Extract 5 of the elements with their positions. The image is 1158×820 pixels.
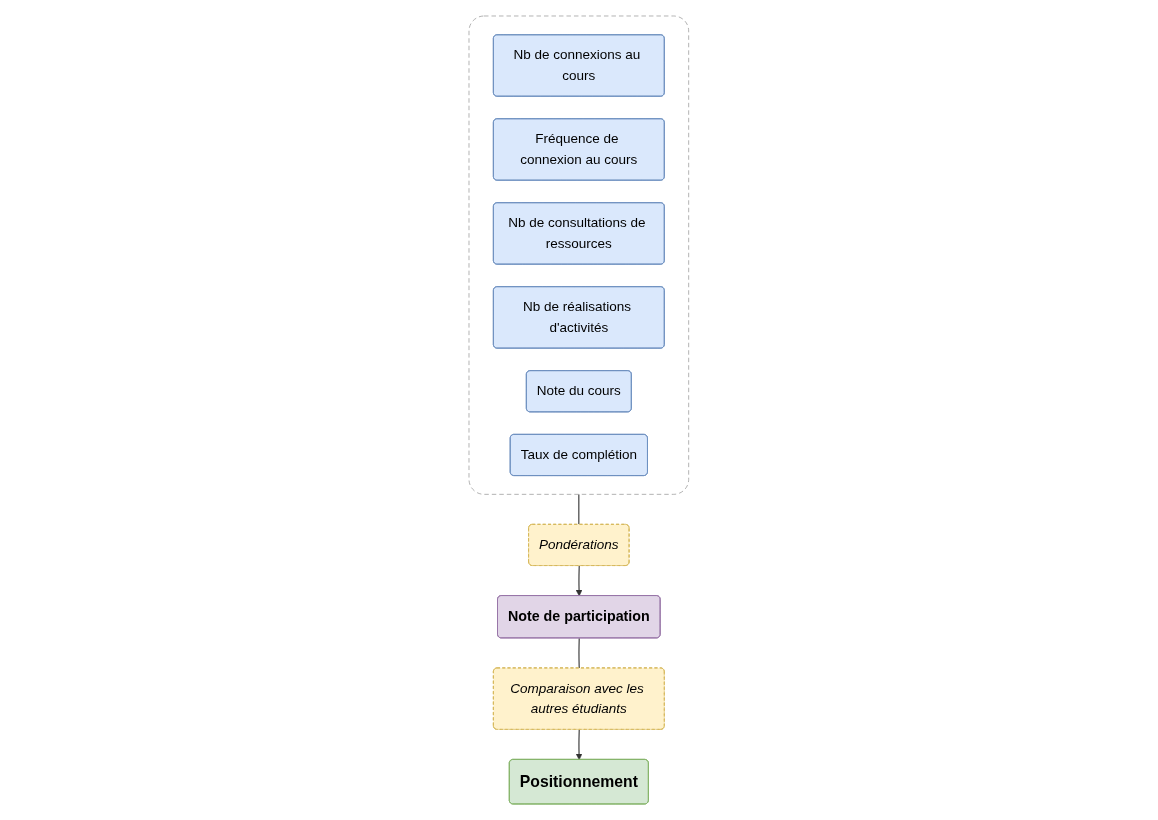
connector [578, 493, 580, 525]
connector [578, 637, 580, 669]
arrow [575, 565, 583, 597]
arrow [575, 729, 583, 761]
cluster [468, 15, 690, 495]
